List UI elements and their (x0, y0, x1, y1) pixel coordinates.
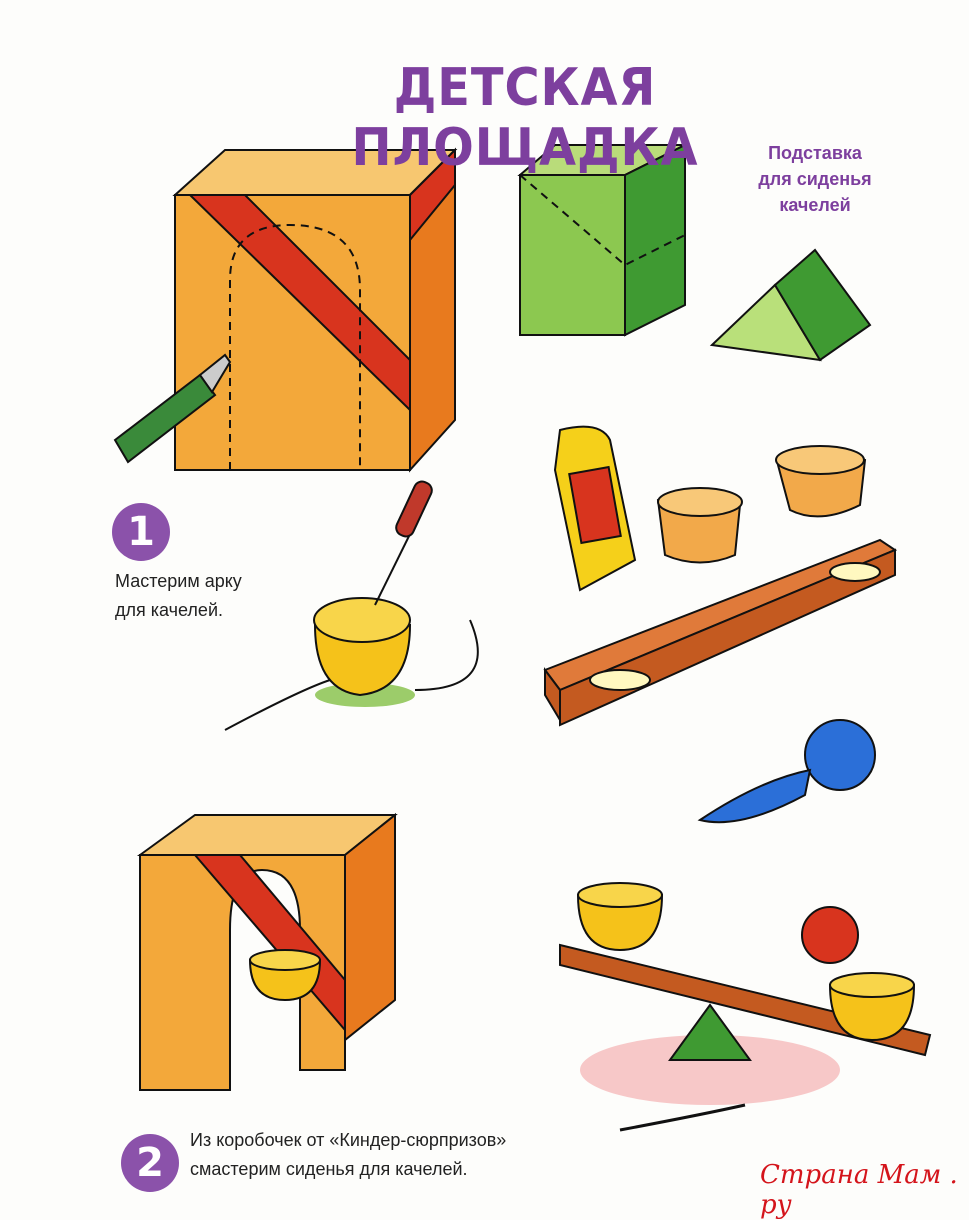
arch-illustration (136, 812, 398, 1091)
step-2-number-badge: 2 (121, 1134, 179, 1192)
caption-line: для сиденья (758, 169, 872, 189)
step-text-line: для качелей. (115, 600, 223, 620)
seesaw-scene-illustration (559, 719, 932, 1132)
step-1-text: Мастерим арку для качелей. (115, 567, 242, 625)
utility-knife-icon (113, 353, 232, 464)
watermark-logo: Страна Мам . ру (760, 1160, 958, 1220)
step-text-line: Из коробочек от «Киндер-сюрпризов» (190, 1130, 507, 1150)
stand-caption: Подставка для сиденья качелей (735, 140, 895, 218)
page-title: ДЕТСКАЯ ПЛОЩАДКА (351, 58, 699, 178)
step-text-line: смастерим сиденья для качелей. (190, 1159, 468, 1179)
kinder-capsule-awl-illustration (224, 480, 479, 731)
step-2-text: Из коробочек от «Киндер-сюрпризов» смаст… (190, 1126, 506, 1184)
triangle-prism-illustration (709, 248, 872, 362)
caption-line: Подставка (768, 143, 862, 163)
caption-line: качелей (779, 195, 851, 215)
step-1-number-badge: 1 (112, 503, 170, 561)
cardboard-box-illustration (172, 147, 458, 473)
green-box-illustration (517, 143, 686, 337)
step-text-line: Мастерим арку (115, 571, 242, 591)
glue-board-illustration (543, 425, 898, 727)
